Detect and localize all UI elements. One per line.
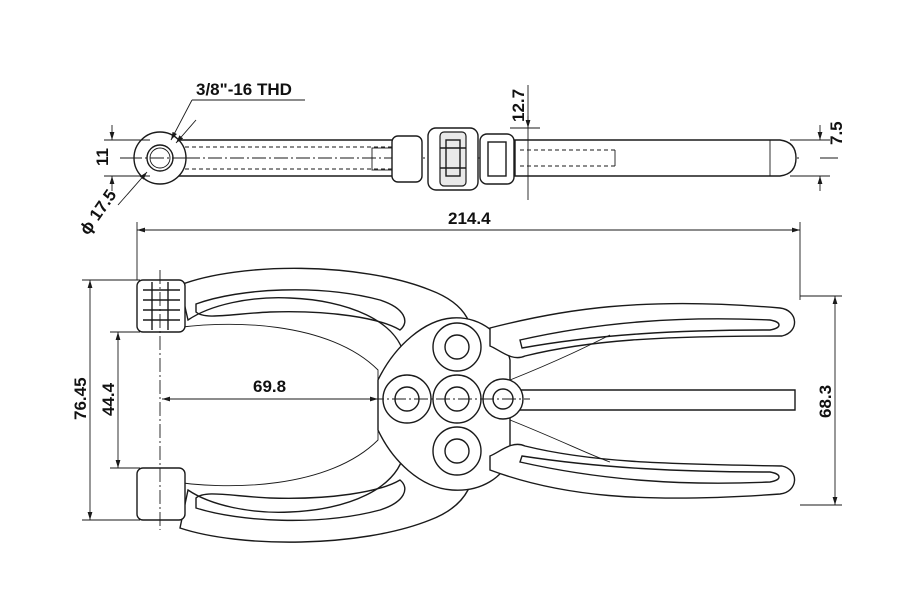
dim-tip-height: 7.5 xyxy=(790,121,846,191)
pivot-slot-right xyxy=(487,141,507,177)
handle-bar xyxy=(514,139,797,177)
pivot-outer xyxy=(432,426,482,476)
thread-callout: 3/8"-16 THD xyxy=(170,80,305,141)
lower-handle-groove xyxy=(519,455,780,484)
leader-line xyxy=(117,171,148,206)
upper-jaw-slot xyxy=(195,289,406,331)
dim-eye-diameter: ϕ 17.5 xyxy=(76,119,197,238)
lower-handle xyxy=(489,443,796,499)
dim-throat-depth: 69.8 xyxy=(162,377,378,402)
side-view xyxy=(120,127,800,191)
pivot-outer xyxy=(432,322,482,372)
eye-height-label: 11 xyxy=(93,148,112,166)
leader-line xyxy=(170,99,193,141)
inner-height-label: 44.4 xyxy=(99,382,118,416)
bar-height-label: 12.7 xyxy=(509,89,528,122)
leader-line xyxy=(175,119,197,144)
pivot-block-left xyxy=(391,135,423,183)
eye-diameter-label: ϕ 17.5 xyxy=(76,186,121,238)
lower-jaw-slot xyxy=(195,479,406,522)
linkage-curve xyxy=(509,419,611,463)
release-lever xyxy=(499,389,796,411)
plan-view xyxy=(136,267,796,543)
upper-handle-groove xyxy=(519,318,780,349)
throat-depth-label: 69.8 xyxy=(253,377,286,396)
outer-height-label: 76.45 xyxy=(71,377,90,420)
pivot-pins xyxy=(382,322,524,476)
upper-jaw-pad xyxy=(136,279,186,333)
dim-inner-height: 44.4 xyxy=(99,331,140,469)
dim-overall-length: 214.4 xyxy=(136,209,801,300)
upper-handle xyxy=(489,302,796,359)
pad-body xyxy=(136,279,186,333)
dim-handle-height: 68.3 xyxy=(800,295,842,506)
pivot-inner xyxy=(444,438,470,464)
lower-jaw-pad xyxy=(136,467,186,521)
overall-length-label: 214.4 xyxy=(448,209,491,228)
handle-height-label: 68.3 xyxy=(816,385,835,418)
pivot-inner xyxy=(444,334,470,360)
pivot-slot xyxy=(445,139,461,177)
linkage-curve xyxy=(509,334,611,381)
dim-bar-height: 12.7 xyxy=(509,85,540,200)
dim-outer-height: 76.45 xyxy=(71,279,140,521)
tip-height-label: 7.5 xyxy=(827,121,846,145)
thread-label: 3/8"-16 THD xyxy=(196,80,292,99)
inner-jaw-outline xyxy=(161,323,379,487)
